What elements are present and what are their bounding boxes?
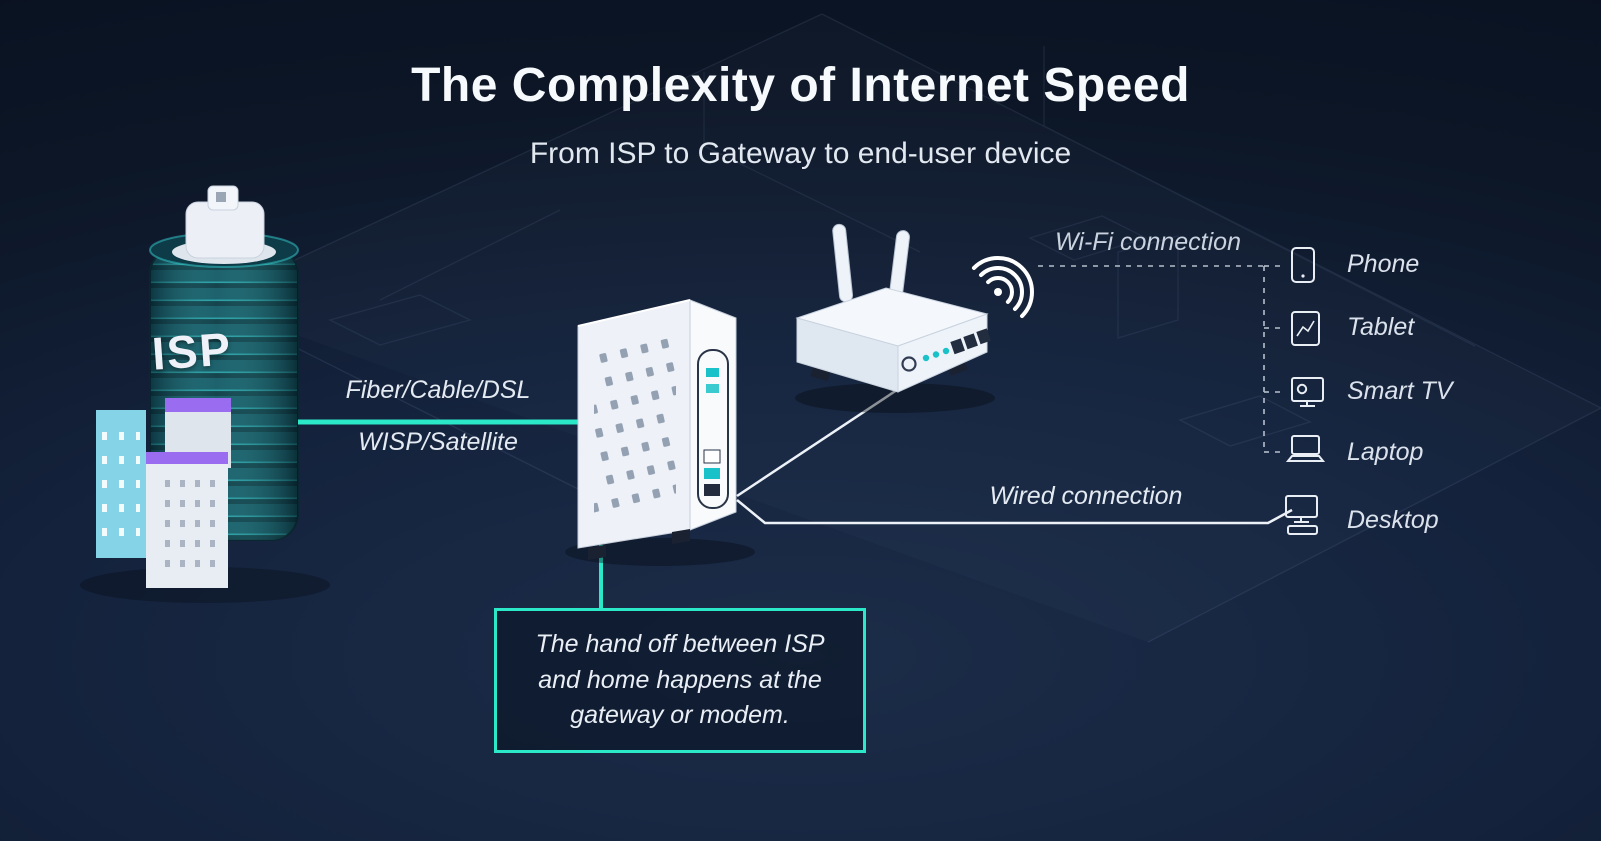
device-label-desktop: Desktop — [1347, 506, 1439, 534]
page-subtitle: From ISP to Gateway to end-user device — [529, 137, 1072, 170]
device-label-smart-tv: Smart TV — [1347, 377, 1453, 405]
modem-vents — [594, 322, 676, 524]
desktop-icon — [1285, 495, 1318, 535]
laptop-icon — [1285, 435, 1326, 462]
modem-led-panel — [697, 349, 729, 509]
router-front-controls — [901, 328, 991, 372]
wired-line — [736, 499, 1293, 525]
small-buildings — [96, 398, 231, 588]
wifi-connection-label: Wi-Fi connection — [1055, 228, 1241, 256]
isp-building-label: ISP — [150, 322, 234, 380]
smart-tv-icon — [1291, 377, 1324, 407]
device-label-tablet: Tablet — [1347, 313, 1415, 341]
callout-box: The hand off between ISP and home happen… — [494, 608, 866, 753]
router — [795, 223, 995, 413]
phone-icon — [1291, 247, 1315, 283]
wired-connection-label: Wired connection — [989, 482, 1183, 510]
router-link-line — [736, 376, 916, 498]
modem — [565, 299, 755, 566]
satellite-link-label: WISP/Satellite — [358, 428, 518, 456]
wifi-signal-icon — [971, 256, 1034, 319]
tablet-icon — [1291, 311, 1320, 346]
device-label-laptop: Laptop — [1347, 438, 1424, 466]
fiber-link-label: Fiber/Cable/DSL — [345, 376, 531, 404]
callout-text: The hand off between ISP and home happen… — [535, 630, 825, 730]
wifi-dashed-line — [1038, 265, 1286, 453]
device-label-phone: Phone — [1347, 250, 1420, 278]
isp-roof-cap — [185, 185, 265, 259]
isp-building — [80, 185, 330, 603]
page-title: The Complexity of Internet Speed — [411, 59, 1190, 112]
